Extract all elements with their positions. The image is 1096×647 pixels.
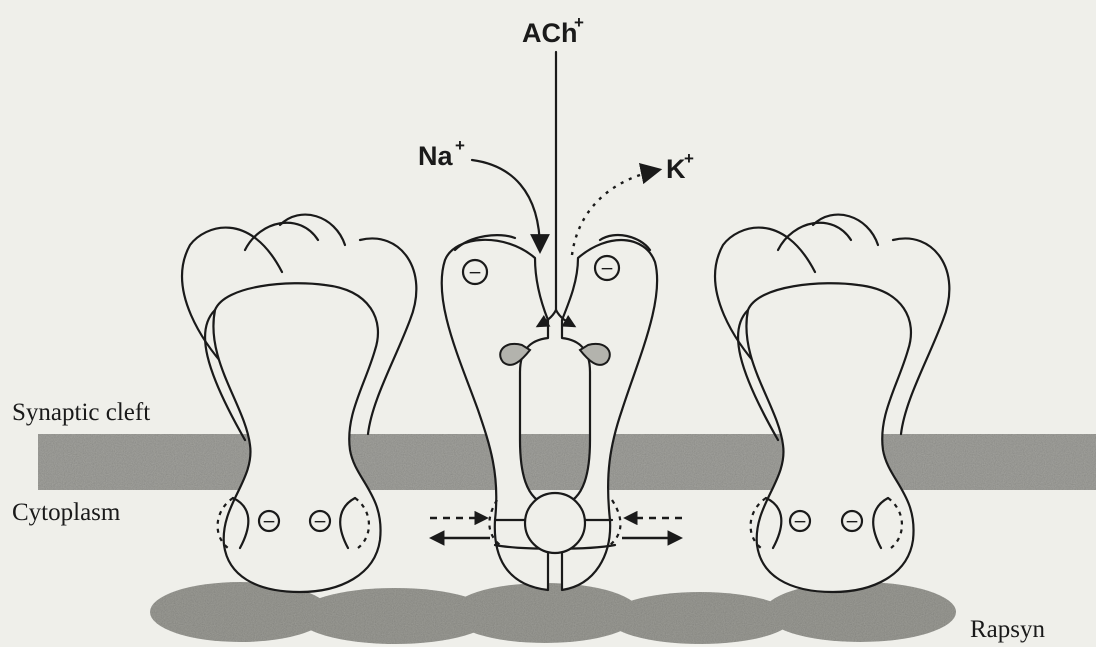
ach-charge: + <box>574 13 584 32</box>
receptor-left: − − <box>182 215 416 592</box>
flow-arrows-left <box>430 518 490 538</box>
flow-arrows-right <box>622 518 682 538</box>
na-charge: + <box>455 136 465 155</box>
charge-sign: − <box>845 512 859 532</box>
k-label: K <box>666 154 686 184</box>
charge-sign: − <box>793 512 807 532</box>
k-charge: + <box>684 149 694 168</box>
ach-arrow <box>538 52 574 326</box>
rapsyn-label: Rapsyn <box>970 616 1046 643</box>
binding-site-right <box>580 344 610 365</box>
charge-sign: − <box>262 512 276 532</box>
charge-sign: − <box>468 263 482 283</box>
binding-site-left <box>500 344 530 365</box>
na-label: Na <box>418 141 453 171</box>
receptor-right: − − <box>715 215 949 592</box>
synaptic-cleft-label: Synaptic cleft <box>12 399 150 426</box>
charge-sign: − <box>313 512 327 532</box>
membrane-band <box>38 434 1096 490</box>
ach-label: ACh <box>522 18 578 48</box>
charge-sign: − <box>600 259 614 279</box>
cytoplasm-label: Cytoplasm <box>12 499 121 526</box>
